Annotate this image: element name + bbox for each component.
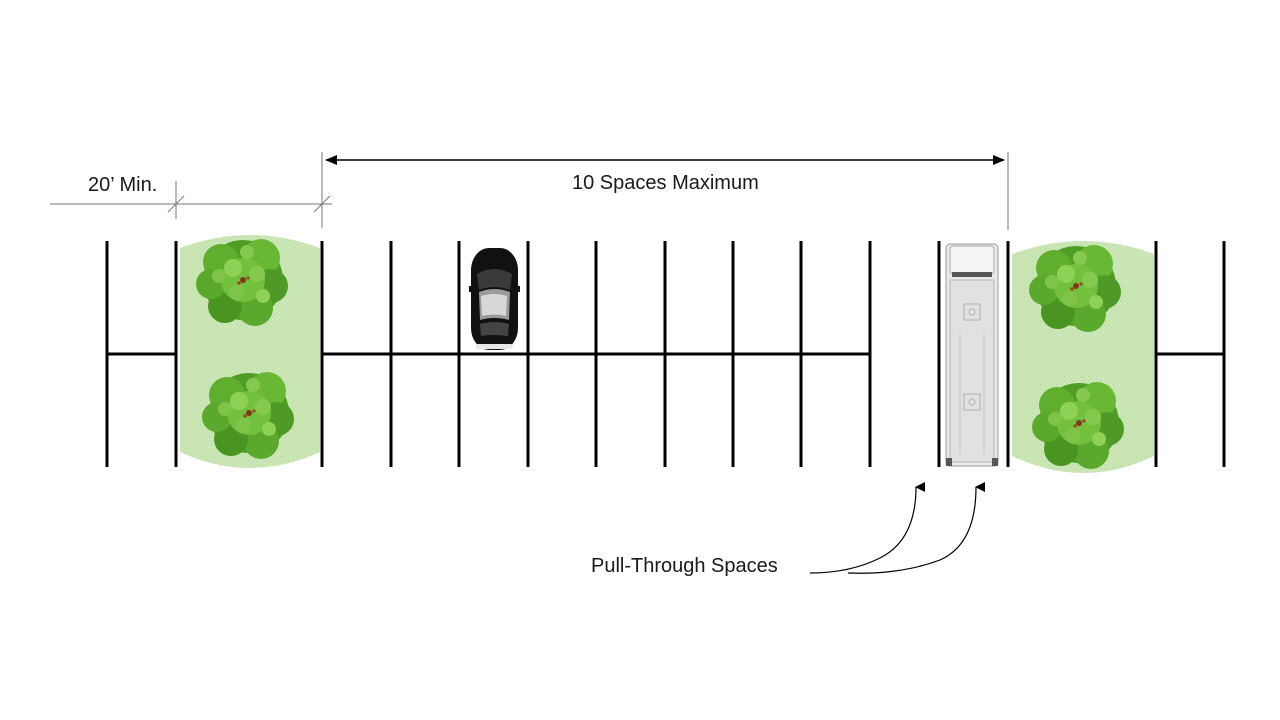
arrow-icon bbox=[809, 482, 926, 574]
max-spaces-label: 10 Spaces Maximum bbox=[572, 172, 759, 194]
pull-through-arrows bbox=[809, 482, 986, 574]
truck-icon bbox=[945, 243, 999, 467]
parking-stripes bbox=[105, 241, 1226, 467]
arrow-icon bbox=[847, 482, 986, 574]
pull-through-label: Pull-Through Spaces bbox=[591, 555, 778, 577]
landscape-island-left bbox=[180, 235, 320, 468]
landscape-island-right bbox=[1012, 241, 1154, 473]
max-spaces-dimension bbox=[321, 152, 1009, 230]
car-icon bbox=[469, 248, 520, 350]
min-setback-label: 20’ Min. bbox=[88, 174, 158, 196]
